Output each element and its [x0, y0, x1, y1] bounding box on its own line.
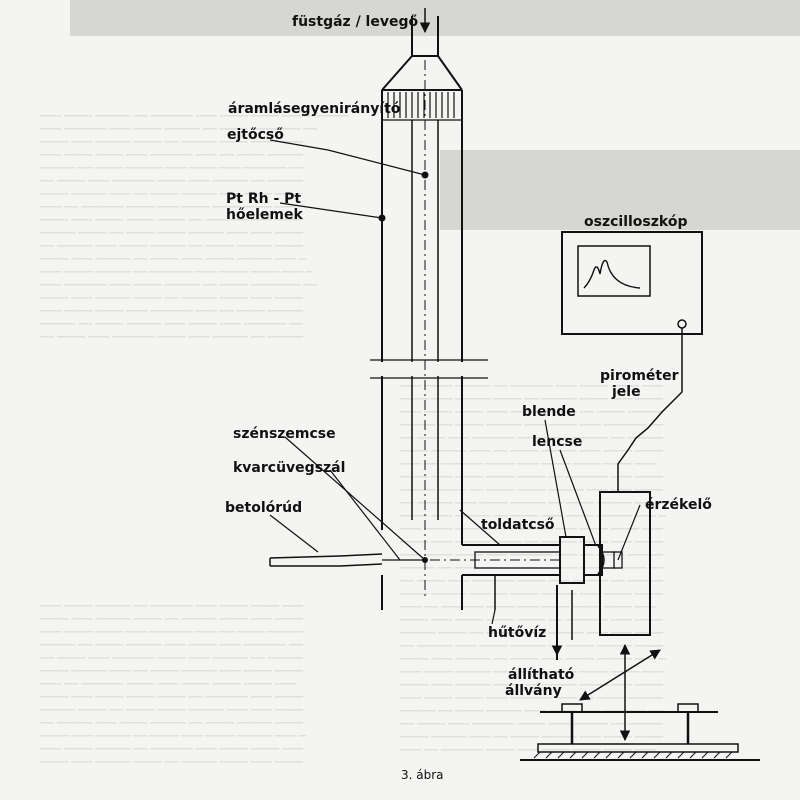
thermocouple-point — [421, 171, 429, 179]
detector-window — [613, 551, 623, 569]
label-detector: érzékelő — [645, 497, 712, 513]
leader-nozzle — [269, 139, 329, 151]
adjust-arrow-diagonal — [579, 649, 661, 701]
label-flue-gas: füstgáz / levegő — [292, 14, 419, 30]
leader-nozzle-tail — [327, 149, 426, 176]
background-text-block: ─── ──── ───── ── ────── ─── ──── ──── ─… — [40, 601, 306, 768]
lens-housing — [559, 536, 585, 584]
leader-lens — [559, 449, 597, 547]
label-flow-straightener: áramlásegyenirányító — [228, 101, 401, 117]
thermocouple-point — [378, 214, 386, 222]
oscilloscope-screen — [577, 245, 651, 297]
leader-coal-particle — [284, 436, 426, 561]
gray-band-top — [70, 0, 800, 36]
label-insert-rod: betolórúd — [225, 500, 303, 516]
label-pyrometer-2: jele — [612, 384, 641, 400]
label-adjustable-1: állítható — [508, 667, 575, 683]
lens-mount — [583, 544, 603, 576]
label-extension-tube: toldatcső — [481, 517, 555, 533]
background-text-block: ─── ──── ───── ── ────── ─── ──── ──── ─… — [40, 111, 349, 343]
label-cooling-water: hűtővíz — [488, 625, 547, 641]
label-nozzle: ejtőcső — [227, 127, 284, 143]
diffuser-left — [381, 55, 413, 91]
flow-straightener-vanes — [387, 92, 455, 118]
leader-insert-rod — [269, 514, 319, 553]
leader-extension — [459, 509, 501, 546]
label-aperture: blende — [522, 404, 576, 420]
label-thermocouple-1: Pt Rh - Pt — [226, 191, 302, 207]
leader-cooling-water — [491, 609, 496, 625]
leader-aperture — [544, 419, 567, 538]
label-coal-particle: szénszemcse — [233, 426, 336, 442]
coal-particle-point — [422, 557, 428, 563]
gray-band-right — [440, 150, 800, 230]
label-lens: lencse — [532, 434, 583, 450]
label-pyrometer-1: pirométer — [600, 368, 679, 384]
label-oscilloscope: oszcilloszkóp — [584, 214, 688, 230]
leader-quartz — [329, 469, 401, 561]
oscilloscope-box — [561, 231, 703, 335]
pyrometer-signal-cable — [617, 328, 683, 492]
figure-caption: 3. ábra — [401, 768, 444, 782]
stand-foot-right — [677, 703, 699, 713]
stand-foot-left — [561, 703, 583, 713]
background-text-block: ─── ──── ───── ── ────── ─── ──── ──── ─… — [400, 381, 666, 756]
oscilloscope-trace — [583, 259, 641, 289]
diffuser-right — [437, 55, 463, 91]
stand-base — [537, 743, 739, 753]
label-thermocouple-2: hőelemek — [226, 207, 303, 223]
label-quartz-fiber: kvarcüvegszál — [233, 460, 346, 476]
stand-hatching — [533, 751, 733, 759]
insert-rod — [269, 553, 383, 567]
label-adjustable-2: állvány — [505, 683, 562, 699]
leader-thermocouple — [279, 202, 383, 219]
leader-detector — [617, 504, 641, 561]
detector-box — [599, 491, 651, 636]
oscilloscope-knob — [677, 319, 687, 329]
